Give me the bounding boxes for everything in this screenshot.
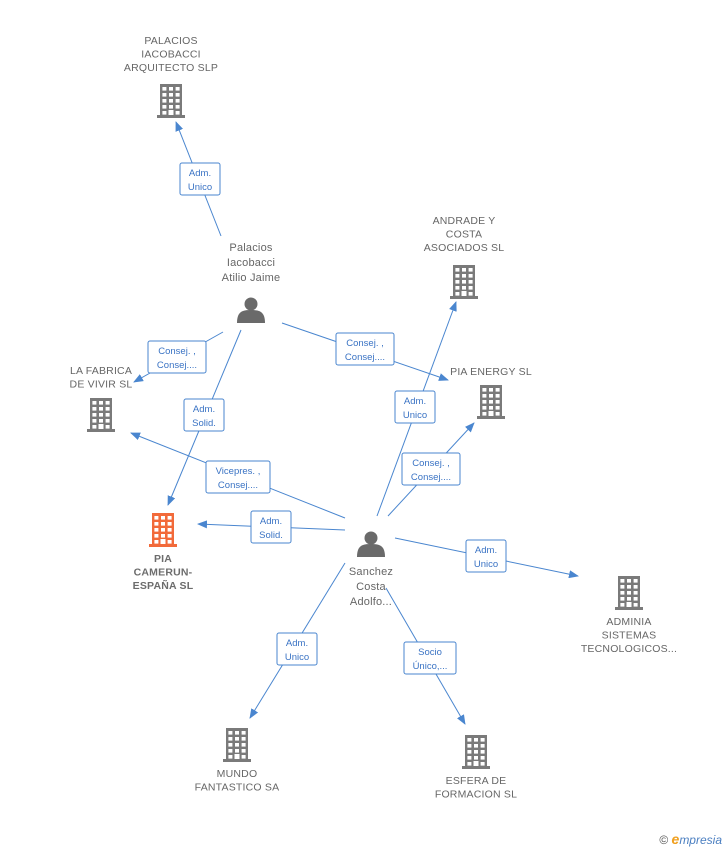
node-label-line: PALACIOS	[144, 35, 197, 47]
node-label-line: TECNOLOGICOS...	[581, 643, 677, 655]
node-adminia[interactable]: ADMINIA SISTEMASTECNOLOGICOS...	[581, 576, 677, 655]
edge-label-line: Consej....	[345, 352, 385, 363]
empresia-logo[interactable]: empresia	[671, 831, 722, 847]
node-label-line: ANDRADE Y	[433, 215, 496, 227]
edge-label-line: Único,...	[413, 661, 448, 672]
edge-label[interactable]: Consej. , Consej....	[401, 452, 461, 486]
building-icon[interactable]	[462, 735, 490, 769]
edge-label-line: Consej. ,	[412, 458, 450, 469]
edge-label-line: Solid.	[259, 530, 283, 541]
node-label-line: LA FABRICA	[70, 365, 132, 377]
building-icon[interactable]	[615, 576, 643, 610]
node-esfera[interactable]: ESFERA DE FORMACION SL	[435, 735, 517, 801]
edge-label[interactable]: Adm. Solid.	[250, 510, 292, 544]
edge-label-line: Consej. ,	[346, 338, 384, 349]
node-label-line: CAMERUN-	[134, 567, 193, 579]
node-label-line: MUNDO	[217, 768, 258, 780]
node-label-line: ADMINIA	[606, 616, 651, 628]
edge-label[interactable]: SocioÚnico,...	[403, 641, 457, 675]
node-mundo[interactable]: MUNDO FANTASTICO SA	[195, 728, 280, 794]
node-label-line: ESFERA DE	[446, 775, 507, 787]
building-icon[interactable]	[223, 728, 251, 762]
node-label-line: SISTEMAS	[602, 630, 657, 642]
edge-label-line: Unico	[285, 652, 309, 663]
building-icon[interactable]	[157, 84, 185, 118]
edge-label[interactable]: Vicepres. , Consej....	[205, 460, 271, 494]
node-label-line: DE VIVIR SL	[70, 379, 133, 391]
node-sanchez[interactable]: SanchezCostaAdolfo...	[349, 531, 393, 609]
building-icon[interactable]	[450, 265, 478, 299]
edge-label-line: Solid.	[192, 418, 216, 429]
copyright-symbol: ©	[659, 833, 669, 847]
node-label-line: Adolfo...	[350, 596, 392, 608]
edge-label-line: Adm.	[189, 168, 211, 179]
node-lafabrica[interactable]: LA FABRICA DE VIVIR SL	[70, 365, 133, 432]
node-label-line: COSTA	[446, 229, 482, 241]
node-label-line: Sanchez	[349, 566, 393, 578]
edge-label-line: Unico	[403, 410, 427, 421]
person-icon[interactable]	[237, 297, 265, 324]
node-label-line: PIA ENERGY SL	[450, 366, 532, 378]
edge-label[interactable]: Consej. , Consej....	[147, 340, 207, 374]
edge-label-line: Socio	[418, 647, 442, 658]
node-label-line: FORMACION SL	[435, 789, 517, 801]
edge-label[interactable]: Adm. Unico	[394, 390, 436, 424]
edge-label[interactable]: Consej. , Consej....	[335, 332, 395, 366]
node-label-line: ASOCIADOS SL	[424, 242, 505, 254]
building-icon[interactable]	[87, 398, 115, 432]
edge-label[interactable]: Adm. Unico	[179, 162, 221, 196]
edge-label[interactable]: Adm. Unico	[465, 539, 507, 573]
edge-label-line: Vicepres. ,	[216, 466, 261, 477]
node-piacamerun[interactable]: PIA CAMERUN-ESPAÑA SL	[133, 513, 194, 592]
node-label-line: ESPAÑA SL	[133, 579, 194, 592]
edge-label-line: Adm.	[193, 404, 215, 415]
edge-label-line: Adm.	[475, 545, 497, 556]
edge-label-line: Adm.	[286, 638, 308, 649]
building-icon-highlight[interactable]	[149, 513, 177, 547]
edge-label[interactable]: Adm. Solid.	[183, 398, 225, 432]
node-label-line: Palacios	[229, 242, 272, 254]
edge-label-line: Consej....	[157, 360, 197, 371]
person-icon[interactable]	[357, 531, 385, 558]
node-piaenergy[interactable]: PIA ENERGY SL	[450, 366, 532, 419]
node-label-line: ARQUITECTO SLP	[124, 62, 218, 74]
building-icon[interactable]	[477, 385, 505, 419]
node-label-line: Costa	[356, 581, 386, 593]
edge-label-line: Adm.	[260, 516, 282, 527]
footer-credit: © empresia	[659, 831, 722, 847]
edge-label-line: Consej. ,	[158, 346, 196, 357]
edge-label-line: Consej....	[218, 480, 258, 491]
node-label-line: Atilio Jaime	[222, 272, 281, 284]
node-label-line: FANTASTICO SA	[195, 782, 280, 794]
node-label-line: Iacobacci	[227, 257, 275, 269]
edge-label-line: Unico	[188, 182, 212, 193]
edge-label[interactable]: Adm. Unico	[276, 632, 318, 666]
edge-label-line: Unico	[474, 559, 498, 570]
node-label-line: IACOBACCI	[141, 49, 201, 61]
edge-label-line: Adm.	[404, 396, 426, 407]
edge-label-line: Consej....	[411, 472, 451, 483]
node-label-line: PIA	[154, 553, 172, 565]
